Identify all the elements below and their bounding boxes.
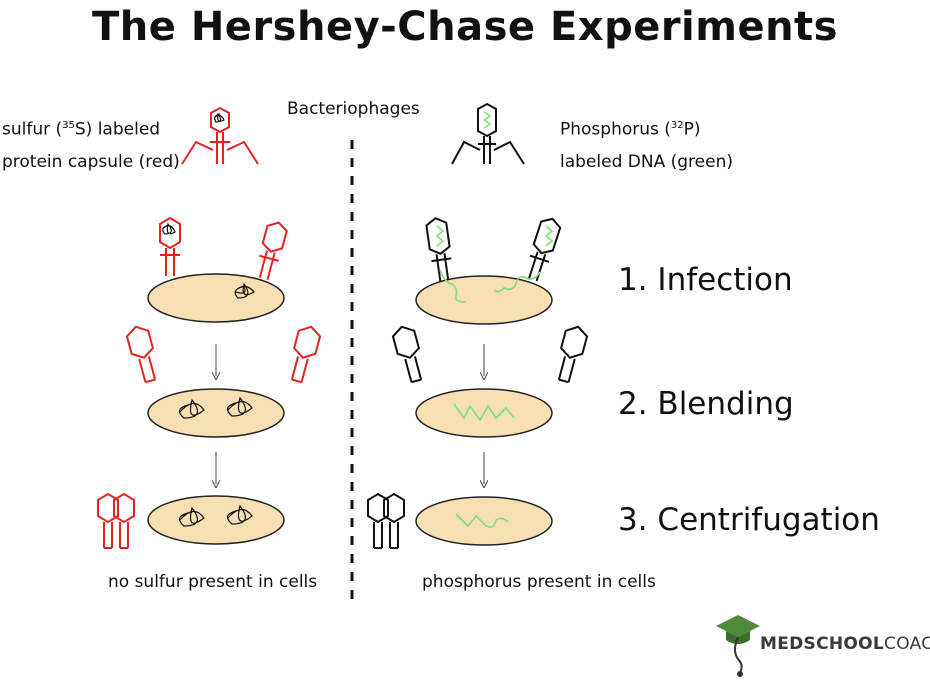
protein-capsule-label: protein capsule (red) <box>2 151 180 172</box>
phage-right-blend-2 <box>557 325 589 384</box>
phage-left-infect-1 <box>159 216 181 276</box>
phage-right-infect-2 <box>528 217 562 282</box>
phosphorus-isotope: 32 <box>670 120 684 131</box>
phage-right-infect-1 <box>425 217 452 283</box>
dna-left-blending-2 <box>226 396 253 417</box>
phage-left-infect-1-dna <box>162 222 176 235</box>
header-phage-red-dna <box>213 112 225 123</box>
cell-left-blending <box>147 388 285 438</box>
logo-thin: COACH <box>884 634 930 654</box>
phage-left-infect-2 <box>258 221 288 280</box>
step-infection: 1. Infection <box>618 262 793 298</box>
dna-left-centri-2 <box>226 504 253 525</box>
header-phage-green-dna <box>482 111 492 129</box>
sulfur-isotope: 35 <box>62 120 75 131</box>
dna-right-blending <box>453 403 515 422</box>
cell-left-infection <box>147 273 285 323</box>
step-blending: 2. Blending <box>618 386 794 422</box>
dna-left-infection <box>234 282 255 299</box>
caption-phosphorus: phosphorus present in cells <box>422 572 656 592</box>
logo-bold: MEDSCHOOL <box>760 634 885 654</box>
header-phage-red <box>181 106 259 165</box>
labeled-dna-label: labeled DNA (green) <box>560 151 733 172</box>
dna-right-infection-1 <box>439 269 467 303</box>
sulfur-label-pre: sulfur ( <box>2 119 63 140</box>
phage-left-blend-1 <box>125 325 157 384</box>
medschoolcoach-logo-text: MEDSCHOOLCOACH <box>760 634 930 654</box>
phosphorus-label: Phosphorus (32P) labeled DNA (green) <box>560 110 733 178</box>
phosphorus-label-pre: Phosphorus ( <box>560 119 671 140</box>
dna-right-infection-2 <box>493 271 541 293</box>
phage-right-infect-1-dna <box>435 225 445 247</box>
dna-right-centrifugation <box>455 513 509 528</box>
phage-right-pellet <box>367 492 405 549</box>
page-title: The Hershey-Chase Experiments <box>92 4 838 50</box>
cell-right-infection <box>415 275 553 325</box>
sulfur-label: sulfur (35S) labeled protein capsule (re… <box>2 110 180 178</box>
phosphorus-label-post: P) <box>683 119 701 140</box>
cell-right-centrifugation <box>415 496 553 546</box>
step-centrifugation: 3. Centrifugation <box>618 502 880 538</box>
phage-right-blend-1 <box>391 325 423 384</box>
phage-right-infect-2-dna <box>544 225 554 247</box>
caption-no-sulfur: no sulfur present in cells <box>108 572 318 592</box>
dna-left-centri-1 <box>178 506 205 527</box>
cell-left-centrifugation <box>147 495 285 545</box>
bacteriophages-label: Bacteriophages <box>287 99 420 119</box>
phage-left-pellet <box>97 492 135 549</box>
dna-left-blending-1 <box>178 398 205 419</box>
phage-left-blend-2 <box>290 325 322 384</box>
graduation-cap-stethoscope-icon <box>716 615 760 677</box>
header-phage-black <box>451 102 525 165</box>
sulfur-label-post: S) labeled <box>74 119 161 140</box>
